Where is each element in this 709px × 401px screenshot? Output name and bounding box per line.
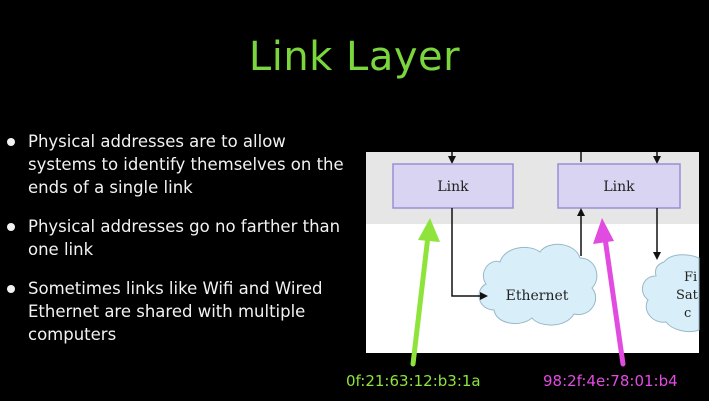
bullet-item: Physical addresses go no farther than on… [6,215,351,261]
bullet-item: Physical addresses are to allow systems … [6,130,351,199]
link-box-right-label: Link [603,179,635,195]
magenta-arrowhead-icon [593,218,614,244]
ethernet-cloud [478,243,598,326]
ethernet-cloud-label: Ethernet [506,288,569,304]
bullet-dot-icon [7,138,15,146]
satellite-cloud-label-2: Sat [676,288,699,303]
bullet-list: Physical addresses are to allow systems … [6,130,351,362]
bullet-dot-icon [7,223,15,231]
connector-left-to-ethernet [451,208,488,300]
mac-address-magenta: 98:2f:4e:78:01:b4 [543,372,678,390]
bullet-item: Sometimes links like Wifi and Wired Ethe… [6,277,351,346]
bullet-text: Physical addresses are to allow systems … [28,132,344,197]
satellite-cloud-label-1: Fi [684,270,697,285]
green-pointer-arrow [410,233,431,367]
slide-title: Link Layer [248,34,461,80]
mac-address-green: 0f:21:63:12:b3:1a [346,372,481,390]
link-box-left-label: Link [437,179,469,195]
link-box-right [557,163,681,209]
bullet-text: Sometimes links like Wifi and Wired Ethe… [28,279,323,344]
green-arrowhead-icon [418,218,440,242]
bullet-text: Physical addresses go no farther than on… [28,217,341,259]
link-box-left [392,163,514,209]
magenta-pointer-arrow [602,235,626,367]
satellite-cloud [641,254,700,333]
satellite-cloud-label-3: c [684,306,691,321]
bullet-dot-icon [7,285,15,293]
